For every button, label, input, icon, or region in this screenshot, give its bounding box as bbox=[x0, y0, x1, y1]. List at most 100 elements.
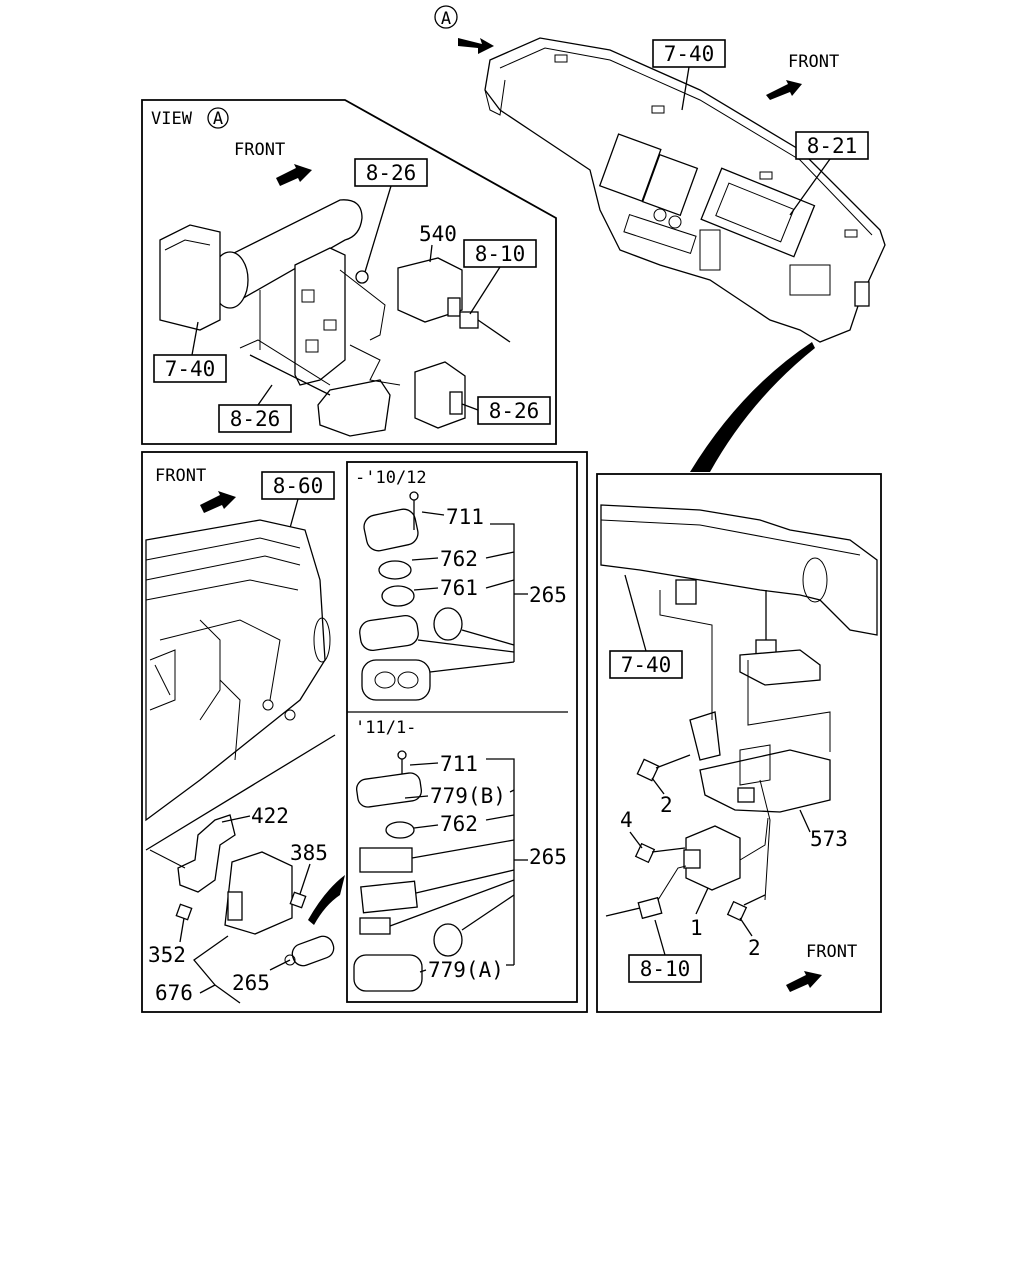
dashboard-left-end bbox=[484, 79, 506, 116]
leader-265-left bbox=[269, 959, 291, 971]
part-2-lower: 2 bbox=[748, 936, 761, 960]
front-arrow-left-icon bbox=[200, 491, 236, 513]
instrument-cluster-face bbox=[715, 182, 795, 243]
leader-7-40-right bbox=[624, 574, 647, 652]
plate-hole-2 bbox=[323, 319, 337, 331]
remote-2011-clip bbox=[359, 917, 391, 935]
leader-540 bbox=[429, 244, 433, 263]
view-a-title-letter: A bbox=[213, 109, 223, 129]
ref-8-60: 8-60 bbox=[273, 474, 324, 498]
remote-2011-pad bbox=[360, 880, 418, 914]
bracket-573-plate bbox=[739, 744, 771, 786]
bolt-2-upper-shank bbox=[655, 754, 691, 769]
view-a-frame bbox=[141, 99, 557, 445]
dashboard-right-recess bbox=[789, 264, 831, 296]
seal-ring-2010 bbox=[433, 607, 463, 641]
leader-2-upper bbox=[651, 777, 665, 795]
leader-7-40-view-a bbox=[191, 321, 199, 356]
bracket-arm bbox=[249, 354, 331, 396]
ref-8-26-top: 8-26 bbox=[366, 161, 417, 185]
part-779b: 779(B) bbox=[430, 784, 506, 808]
dashboard-clip bbox=[554, 54, 568, 63]
leader-711-2011 bbox=[409, 762, 439, 766]
dashboard-vent-center bbox=[641, 153, 699, 217]
detail-callout-arrow-icon bbox=[690, 342, 815, 472]
bracket-265-2011-f bbox=[389, 879, 515, 927]
part-779a: 779(A) bbox=[428, 958, 504, 982]
holder-761 bbox=[381, 585, 415, 607]
leader-4 bbox=[629, 831, 643, 849]
leader-7-40-top bbox=[681, 66, 690, 111]
view-a-direction-arrow-icon bbox=[458, 38, 494, 54]
wire-c bbox=[349, 344, 401, 386]
bolt-4-shank bbox=[651, 847, 686, 853]
leader-1 bbox=[695, 887, 709, 915]
front-arrow-top-icon bbox=[766, 80, 802, 100]
front-arrow-right-icon bbox=[786, 971, 822, 992]
right-bracket-tab bbox=[675, 579, 697, 605]
nut-icon bbox=[355, 270, 369, 284]
module-540-connector bbox=[447, 297, 461, 317]
bracket-422 bbox=[177, 814, 236, 893]
leader-676-b bbox=[214, 984, 241, 1004]
view-a-marker-letter: A bbox=[441, 9, 451, 29]
dashboard-knob-2 bbox=[668, 215, 682, 229]
bolt-2-lower-shank bbox=[743, 894, 766, 906]
leader-779b bbox=[404, 795, 429, 799]
bolt-4-icon bbox=[634, 842, 656, 864]
left-panel: FRONT 8-60 422 385 bbox=[141, 451, 588, 1013]
leader-8-26-bottom bbox=[257, 384, 273, 406]
bracket-265-2010-b bbox=[485, 551, 515, 559]
screw-352-icon bbox=[175, 903, 193, 921]
remote-2010-case-bottom bbox=[361, 659, 431, 701]
leader-8-60 bbox=[289, 498, 299, 529]
leader-8-26-top bbox=[364, 185, 392, 273]
bracket-265-2011-d bbox=[411, 839, 515, 859]
view-a-title-circle bbox=[207, 107, 229, 129]
view-a-title: VIEW bbox=[151, 109, 193, 129]
leader-8-10-right bbox=[654, 919, 666, 956]
ref-box-7-40-right bbox=[609, 650, 683, 679]
hvac-detail-1 bbox=[159, 619, 281, 701]
right-cross-member-end bbox=[802, 557, 828, 603]
bolt-2-lower-icon bbox=[726, 900, 748, 922]
screw-711-2011-head bbox=[397, 750, 407, 760]
hvac-grid bbox=[149, 649, 176, 711]
hvac-fastener-2 bbox=[284, 709, 296, 721]
remote-2011-case-bottom bbox=[353, 954, 423, 992]
battery-762-2010 bbox=[378, 560, 412, 580]
part-676: 676 bbox=[155, 981, 193, 1005]
ref-8-10-view-a: 8-10 bbox=[475, 242, 526, 266]
remote-2011-holder bbox=[359, 847, 413, 873]
part-422: 422 bbox=[251, 804, 289, 828]
leader-676 bbox=[193, 935, 229, 994]
bracket-265-2010-e bbox=[417, 639, 515, 653]
bracket-265-2011-g bbox=[461, 894, 515, 931]
remote-2010-button-2 bbox=[397, 671, 419, 689]
connector-8-10-right bbox=[637, 896, 663, 920]
relay-1-wire bbox=[739, 817, 769, 861]
remote-2010-button-1 bbox=[374, 671, 396, 689]
hvac-projection-line bbox=[145, 734, 336, 851]
connector-8-10-right-wire bbox=[605, 907, 641, 917]
screw-385-icon bbox=[289, 891, 307, 909]
part-385: 385 bbox=[290, 841, 328, 865]
ref-box-8-10-view-a bbox=[463, 239, 537, 268]
bracket-265-2010-c bbox=[485, 579, 515, 589]
dashboard-clip-3 bbox=[759, 171, 773, 180]
ref-8-26-right: 8-26 bbox=[489, 399, 540, 423]
dashboard-clip-4 bbox=[844, 229, 858, 238]
left-panel-frame bbox=[141, 451, 588, 1013]
hvac-detail-3 bbox=[219, 679, 241, 761]
bracket-422-edge bbox=[149, 849, 186, 869]
bracket-265-2011-e bbox=[415, 869, 515, 894]
key-fob-265 bbox=[291, 935, 335, 967]
ref-box-8-60 bbox=[261, 471, 335, 500]
leader-711-2010 bbox=[421, 511, 445, 516]
leader-762-2010 bbox=[411, 557, 439, 561]
remote-2010-pad bbox=[359, 615, 419, 651]
part-265-2010: 265 bbox=[529, 583, 567, 607]
part-4: 4 bbox=[620, 808, 633, 832]
leader-8-21 bbox=[789, 158, 831, 216]
